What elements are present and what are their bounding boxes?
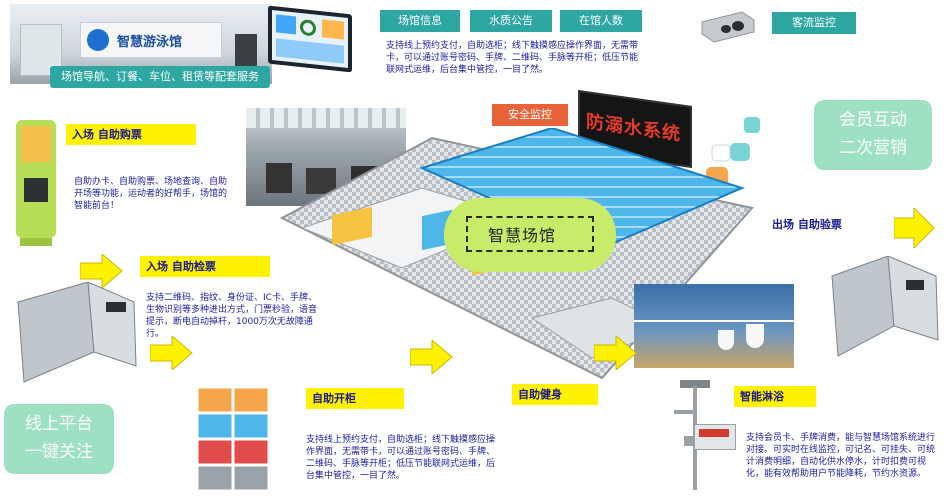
tab-venue-info[interactable]: 场馆信息 (380, 10, 460, 32)
entry-buy-desc: 自助办卡、自助购票、场地查询、自助开场等功能，运动者的好帮手，场馆的智能前台！ (74, 177, 228, 211)
security-text: 安全监控 (508, 108, 552, 121)
security-label: 安全监控 (492, 104, 568, 126)
ticket-kiosk (12, 118, 60, 248)
locker-arrow-icon (410, 340, 454, 374)
turnstile-left (14, 282, 138, 386)
entry-buy-label: 入场 自助购票 (66, 124, 196, 145)
entry-check-text: 入场 自助检票 (146, 260, 216, 273)
locker-image (196, 386, 272, 494)
shower-desc: 支持会员卡、手牌消费，能与智慧场馆系统进行对接。可实时在线监控，可记名、可挂失、… (746, 433, 936, 479)
flow-camera (698, 8, 756, 46)
lobby-sign: 智慧游泳馆 (80, 22, 222, 58)
flow-monitor-label: 客流监控 (772, 12, 856, 34)
fitness-text: 自助健身 (518, 388, 562, 401)
turnstile-right (828, 256, 940, 360)
entry-buy-text: 入场 自助购票 (72, 128, 142, 141)
fitness-arrow-icon (594, 336, 638, 370)
services-banner-text: 场馆导航、订餐、车位、租赁等配套服务 (61, 70, 259, 83)
tab-occupancy[interactable]: 在馆人数 (560, 10, 642, 32)
tab-water-notice[interactable]: 水质公告 (470, 10, 552, 32)
locker-desc: 支持线上预约支付，自助选柜；线下触摸感应操作界面，无需带卡，可以通过账号密码、手… (306, 435, 496, 481)
fitness-label: 自助健身 (512, 384, 598, 405)
entry-check-label: 入场 自助检票 (140, 256, 270, 277)
online-platform-box: 线上平台 一键关注 (4, 404, 114, 474)
tab-occupancy-label: 在馆人数 (579, 14, 623, 27)
locker-label: 自助开柜 (306, 388, 404, 409)
top-description: 支持线上预约支付，自助选柜；线下触摸感应操作界面，无需带卡，可以通过账号密码、手… (386, 41, 639, 75)
lobby-sign-text: 智慧游泳馆 (117, 35, 183, 50)
member-box-line1: 会员互动 (839, 110, 907, 130)
flow-monitor-text: 客流监控 (792, 16, 836, 29)
locker-text: 自助开柜 (312, 392, 356, 405)
exit-check-label: 出场 自助验票 (772, 218, 880, 231)
exit-check-text: 出场 自助验票 (772, 218, 842, 231)
exit-arrow-icon (894, 208, 936, 248)
online-box-line1: 线上平台 (25, 414, 93, 434)
tab-venue-info-label: 场馆信息 (398, 14, 442, 27)
entry-check-arrow-icon (80, 254, 124, 288)
shower-label: 智能淋浴 (734, 386, 816, 407)
center-label-text: 智慧场馆 (488, 226, 557, 245)
shower-controller (694, 424, 736, 450)
online-box-line2: 一键关注 (25, 442, 93, 462)
member-box-line2: 二次营销 (839, 138, 907, 158)
services-banner: 场馆导航、订餐、车位、租赁等配套服务 (50, 66, 270, 88)
center-label-box: 智慧场馆 (444, 198, 616, 272)
turnstile-arrow-icon (150, 336, 194, 370)
entry-check-desc: 支持二维码、指纹、身份证、IC卡、手牌、生物识别等多种进出方式，门票秒验，语音提… (146, 293, 318, 339)
shower-text: 智能淋浴 (740, 390, 784, 403)
info-screen (268, 5, 352, 73)
member-marketing-box: 会员互动 二次营销 (814, 100, 932, 170)
tab-water-notice-label: 水质公告 (489, 14, 533, 27)
badminton-photo (634, 284, 794, 368)
